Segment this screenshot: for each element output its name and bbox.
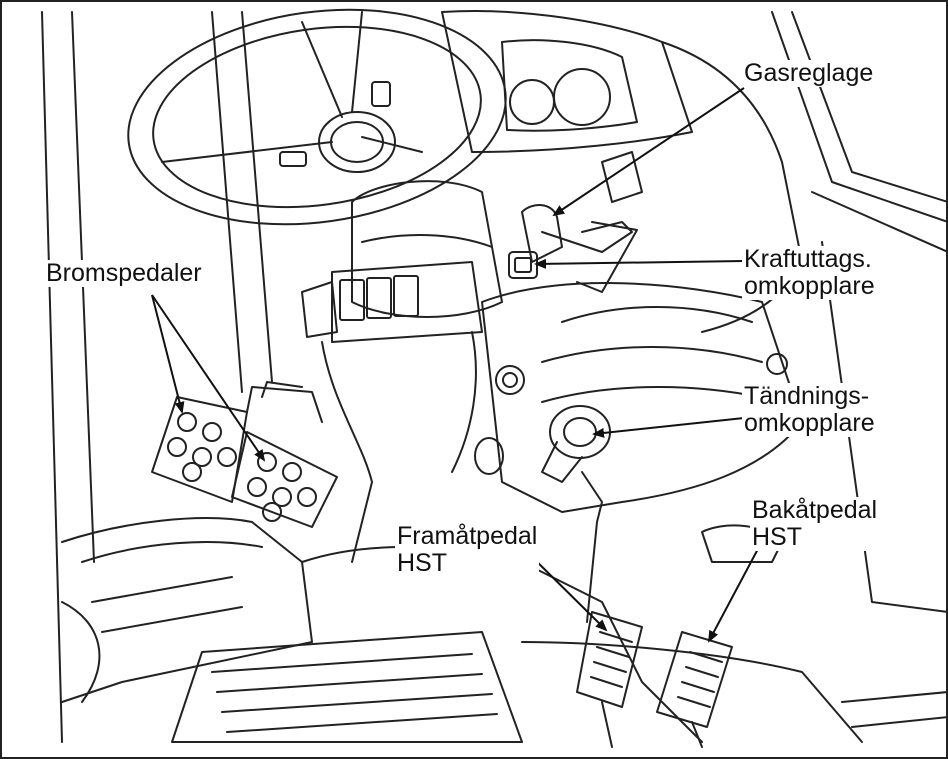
brake-pedals	[151, 381, 338, 528]
label-framat-line1: Framåtpedal	[397, 522, 538, 550]
steering-wheel	[127, 8, 507, 226]
label-kraftuttag: Kraftuttags. omkopplare	[742, 246, 877, 300]
label-tandning-line1: Tändnings-	[744, 382, 870, 410]
label-framat: Framåtpedal HST	[395, 522, 540, 577]
cab-frame	[41, 11, 946, 743]
label-kraftuttag-line1: Kraftuttags.	[744, 245, 872, 273]
label-gasreglage: Gasreglage	[742, 59, 876, 87]
leader-kraftuttag	[534, 258, 745, 269]
leader-brake-left	[151, 294, 185, 414]
label-kraftuttag-line2: omkopplare	[744, 272, 875, 300]
dashboard	[441, 10, 803, 333]
label-framat-line2: HST	[397, 549, 447, 577]
leader-tandning	[592, 417, 745, 438]
leader-brake-right	[151, 294, 266, 462]
label-tandning-line2: omkopplare	[744, 409, 875, 437]
steering-column	[301, 180, 503, 563]
label-bakat-line1: Bakåtpedal	[752, 496, 878, 524]
label-bakat-line2: HST	[752, 523, 802, 551]
label-bakat: Bakåtpedal HST	[750, 496, 880, 551]
hst-pedals	[576, 611, 733, 748]
leader-gasreglage	[552, 87, 745, 217]
throttle-and-pto	[508, 204, 638, 293]
label-bromspedaler: Bromspedaler	[44, 259, 204, 287]
leader-bakat	[708, 546, 760, 643]
label-tandning: Tändnings- omkopplare	[742, 383, 877, 437]
